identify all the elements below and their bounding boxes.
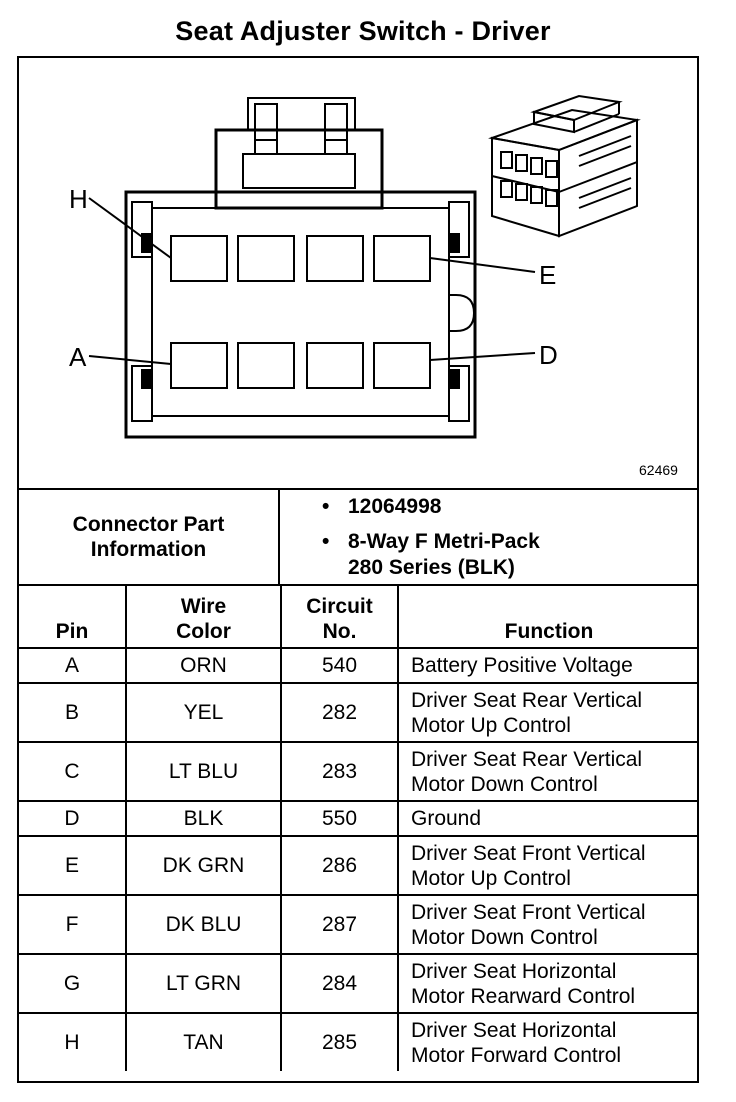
function-cell: Driver Seat Rear Vertical Motor Up Contr… bbox=[397, 682, 699, 743]
connector-info-label: Connector Part Information bbox=[19, 490, 280, 584]
function-line2: Motor Up Control bbox=[411, 713, 571, 737]
circuit-cell: 282 bbox=[280, 682, 399, 743]
connector-type-line1: 8-Way F Metri-Pack bbox=[348, 530, 540, 553]
circuit-cell: 550 bbox=[280, 800, 399, 837]
wire-color-cell: YEL bbox=[125, 682, 282, 743]
circuit-cell: 284 bbox=[280, 953, 399, 1014]
table-row: B YEL 282 Driver Seat Rear Vertical Moto… bbox=[19, 682, 699, 743]
pinout-table: Pin Wire Color Circuit No. Function A OR… bbox=[19, 584, 699, 1071]
circuit-cell: 540 bbox=[280, 647, 399, 684]
header-function: Function bbox=[397, 584, 699, 649]
pin-cell: B bbox=[19, 682, 127, 743]
circuit-cell: 285 bbox=[280, 1012, 399, 1071]
pin-cell: G bbox=[19, 953, 127, 1014]
part-number: 12064998 bbox=[348, 495, 442, 518]
connector-info-label-line2: Information bbox=[90, 538, 207, 561]
header-circuit: Circuit No. bbox=[280, 584, 399, 649]
function-line1: Driver Seat Front Vertical bbox=[411, 900, 646, 924]
function-cell: Battery Positive Voltage bbox=[397, 647, 699, 684]
table-row: C LT BLU 283 Driver Seat Rear Vertical M… bbox=[19, 741, 699, 802]
function-line1: Battery Positive Voltage bbox=[411, 654, 633, 677]
function-cell: Driver Seat Front Vertical Motor Up Cont… bbox=[397, 835, 699, 896]
function-line2: Motor Down Control bbox=[411, 772, 598, 796]
function-line1: Driver Seat Rear Vertical bbox=[411, 688, 643, 712]
function-cell: Ground bbox=[397, 800, 699, 837]
wire-color-cell: DK GRN bbox=[125, 835, 282, 896]
table-row: H TAN 285 Driver Seat Horizontal Motor F… bbox=[19, 1012, 699, 1071]
header-wire-color-line1: Wire bbox=[180, 595, 227, 618]
pin-label-h: H bbox=[69, 184, 88, 214]
header-circuit-line1: Circuit bbox=[306, 595, 373, 618]
function-line2: Motor Forward Control bbox=[411, 1043, 622, 1067]
pin-label-a: A bbox=[69, 342, 87, 372]
pin-cell: E bbox=[19, 835, 127, 896]
connector-type-line2: 280 Series (BLK) bbox=[348, 556, 515, 579]
circuit-cell: 287 bbox=[280, 894, 399, 955]
pin-cell: F bbox=[19, 894, 127, 955]
function-cell: Driver Seat Horizontal Motor Forward Con… bbox=[397, 1012, 699, 1071]
pin-cell: C bbox=[19, 741, 127, 802]
function-line1: Ground bbox=[411, 807, 482, 830]
pinout-header-row: Pin Wire Color Circuit No. Function bbox=[19, 584, 699, 649]
function-line2: Motor Up Control bbox=[411, 866, 571, 890]
header-pin: Pin bbox=[19, 584, 127, 649]
document-frame: H E A D 62469 Connector Part Information… bbox=[17, 56, 699, 1083]
pin-label-d: D bbox=[539, 340, 558, 370]
circuit-cell: 283 bbox=[280, 741, 399, 802]
function-line2: Motor Down Control bbox=[411, 925, 598, 949]
wire-color-cell: LT BLU bbox=[125, 741, 282, 802]
table-row: D BLK 550 Ground bbox=[19, 800, 699, 837]
table-row: A ORN 540 Battery Positive Voltage bbox=[19, 647, 699, 684]
wire-color-cell: ORN bbox=[125, 647, 282, 684]
function-line1: Driver Seat Rear Vertical bbox=[411, 747, 643, 771]
bullet-marker: • bbox=[322, 495, 330, 518]
connector-face-drawing bbox=[88, 94, 641, 439]
function-cell: Driver Seat Rear Vertical Motor Down Con… bbox=[397, 741, 699, 802]
function-line1: Driver Seat Horizontal bbox=[411, 1018, 617, 1042]
circuit-cell: 286 bbox=[280, 835, 399, 896]
connector-part-information: Connector Part Information • 12064998 • … bbox=[19, 490, 697, 586]
function-line1: Driver Seat Front Vertical bbox=[411, 841, 646, 865]
table-row: E DK GRN 286 Driver Seat Front Vertical … bbox=[19, 835, 699, 896]
pin-label-e: E bbox=[539, 260, 557, 290]
bullet-marker: • bbox=[322, 530, 330, 553]
wire-color-cell: TAN bbox=[125, 1012, 282, 1071]
connector-diagram: H E A D 62469 bbox=[19, 58, 697, 490]
wire-color-cell: LT GRN bbox=[125, 953, 282, 1014]
wire-color-cell: BLK bbox=[125, 800, 282, 837]
header-wire-color-line2: Color bbox=[176, 620, 231, 643]
connector-info-values: • 12064998 • 8-Way F Metri-Pack 280 Seri… bbox=[280, 490, 697, 584]
table-row: G LT GRN 284 Driver Seat Horizontal Moto… bbox=[19, 953, 699, 1014]
header-wire-color: Wire Color bbox=[125, 584, 282, 649]
function-cell: Driver Seat Horizontal Motor Rearward Co… bbox=[397, 953, 699, 1014]
pin-cell: D bbox=[19, 800, 127, 837]
figure-number: 62469 bbox=[639, 462, 678, 478]
function-line2: Motor Rearward Control bbox=[411, 984, 636, 1008]
wire-color-cell: DK BLU bbox=[125, 894, 282, 955]
function-cell: Driver Seat Front Vertical Motor Down Co… bbox=[397, 894, 699, 955]
page-title: Seat Adjuster Switch - Driver bbox=[175, 16, 551, 46]
pin-cell: A bbox=[19, 647, 127, 684]
table-row: F DK BLU 287 Driver Seat Front Vertical … bbox=[19, 894, 699, 955]
function-line1: Driver Seat Horizontal bbox=[411, 959, 617, 983]
pin-cell: H bbox=[19, 1012, 127, 1071]
header-circuit-line2: No. bbox=[322, 620, 357, 643]
connector-info-label-line1: Connector Part bbox=[72, 513, 225, 536]
